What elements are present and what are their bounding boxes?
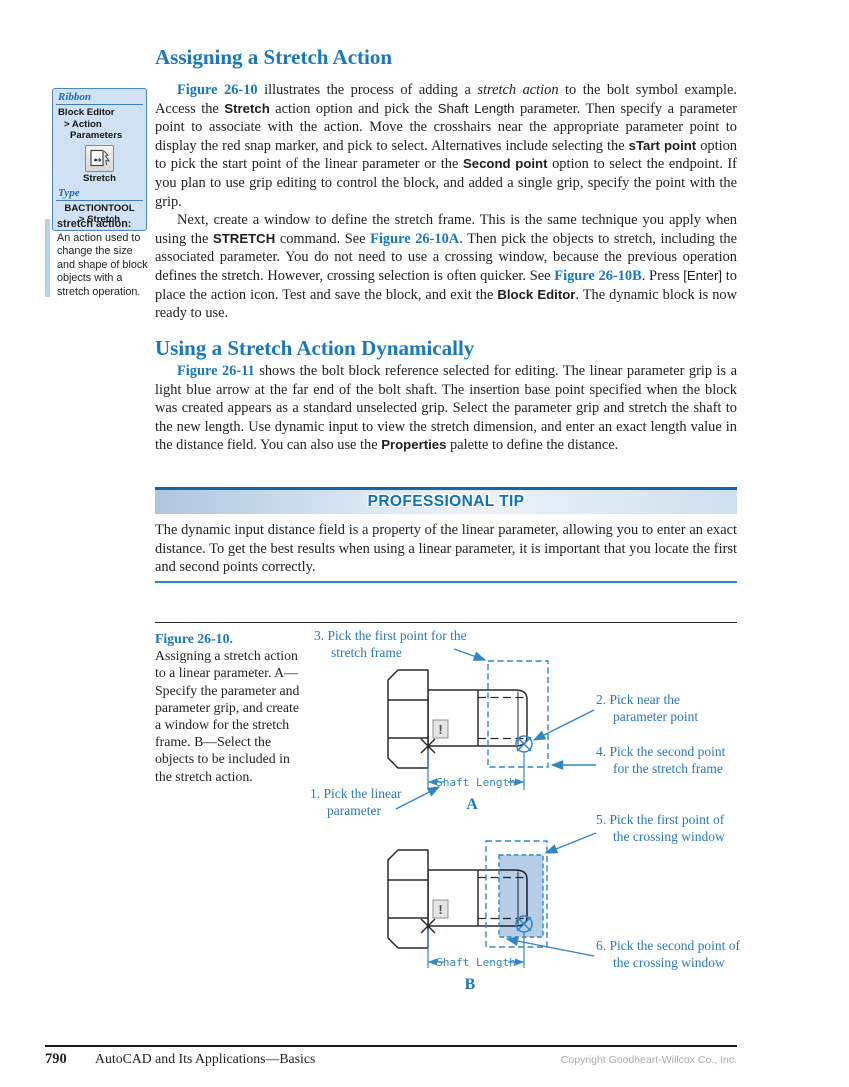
arrow-2: [532, 709, 595, 741]
arrow-3: [453, 648, 487, 661]
text-segment: to the bolt symbol example. Access the: [155, 82, 737, 117]
text-segment: STRETCH: [212, 230, 276, 246]
text-segment: Next, create a window to define the stre…: [155, 212, 737, 247]
annotation-5: 5. Pick the first point of the crossing …: [596, 812, 725, 844]
text-segment: command. See: [275, 230, 371, 247]
figure-26-10: ! Shaft Length A: [300, 628, 740, 1000]
text-segment: Stretch: [224, 100, 270, 116]
dimension-label-b: Shaft Length: [436, 956, 515, 969]
paragraph-3: Figure 26-11 shows the bolt block refere…: [155, 362, 737, 455]
view-a: Shaft Length A: [387, 648, 596, 813]
professional-tip: PROFESSIONAL TIP The dynamic input dista…: [155, 487, 737, 577]
text-segment: Second point: [462, 156, 548, 172]
paragraph-2: Next, create a window to define the stre…: [155, 211, 737, 323]
text-segment: . Then pick the objects to stretch, incl…: [155, 230, 737, 284]
annotation-6: 6. Pick the second point of the crossing…: [596, 938, 740, 970]
text-segment: illustrates the process of adding a: [257, 82, 478, 98]
body-column-1: Figure 26-10 illustrates the process of …: [155, 81, 737, 323]
figure-caption: Figure 26-10. Assigning a stretch action…: [155, 630, 305, 785]
text-segment: Properties: [381, 437, 447, 453]
text-segment: action option and pick the: [269, 100, 438, 117]
text-segment: to place the action icon. Test and save …: [155, 267, 737, 303]
arrow-1: [395, 786, 441, 810]
note-accent-bar: [45, 219, 50, 297]
text-segment: stretch action: [477, 82, 559, 98]
command-option: > Stretch: [78, 214, 121, 225]
definition-body: An action used to change the size and sh…: [57, 231, 148, 298]
stretch-action-icon-art: [89, 149, 110, 167]
body-column-2: Figure 26-11 shows the bolt block refere…: [155, 362, 737, 455]
dimension-label-a: Shaft Length: [436, 776, 515, 789]
paragraph-1: Figure 26-10 illustrates the process of …: [155, 81, 737, 211]
margin-definition: stretch action: An action used to change…: [45, 218, 153, 300]
crossing-window-border: [498, 854, 544, 938]
text-segment: sTart point: [628, 137, 697, 153]
stretch-frame-a: [487, 660, 549, 768]
definition-term: stretch action:: [57, 218, 132, 230]
annotation-1: 1. Pick the linear parameter: [310, 786, 402, 818]
ribbon-tool-label: Stretch: [82, 172, 117, 184]
definition-text: stretch action: An action used to change…: [45, 218, 153, 300]
ribbon-path-panel: > Action: [64, 118, 102, 130]
text-segment: Figure 26-10A: [370, 230, 460, 247]
text-segment: Figure 26-11: [177, 363, 255, 379]
stretch-action-icon: [85, 144, 114, 172]
type-header: Type: [58, 186, 80, 199]
text-segment: shows the bolt block reference selected …: [155, 363, 737, 454]
annotation-2: 2. Pick near the parameter point: [596, 692, 699, 724]
section-heading-assigning: Assigning a Stretch Action: [155, 45, 393, 69]
annotation-4: 4. Pick the second point for the stretch…: [596, 744, 726, 776]
text-segment: Figure 26-10B: [554, 267, 642, 284]
text-segment: [Enter]: [683, 267, 723, 283]
figure-drawing: ! Shaft Length A: [387, 648, 597, 993]
text-segment: Block Editor: [497, 286, 576, 302]
text-segment: . The dynamic block is now ready to use.: [155, 286, 738, 322]
view-b: Shaft Length B: [387, 832, 597, 993]
section-heading-dynamically: Using a Stretch Action Dynamically: [155, 336, 475, 360]
tip-header-bar: PROFESSIONAL TIP: [155, 487, 737, 514]
footer-rule: [45, 1045, 737, 1047]
figure-top-rule: [155, 622, 737, 623]
shaft-length-dimension-a: Shaft Length: [427, 750, 525, 790]
view-b-label: B: [465, 976, 476, 993]
annotation-3: 3. Pick the first point for the stretch …: [314, 628, 467, 660]
copyright-notice: Copyright Goodheart-Willcox Co., Inc.: [560, 1054, 737, 1066]
text-segment: . Press: [641, 267, 684, 284]
divider: [56, 199, 143, 201]
ribbon-path-tab: Block Editor: [58, 107, 115, 118]
ribbon-access-box: Ribbon Block Editor > Action Parameters …: [52, 88, 147, 231]
text-segment: palette to define the distance.: [446, 437, 619, 454]
ribbon-box-header: Ribbon: [58, 91, 92, 103]
text-segment: Figure 26-10: [177, 82, 258, 98]
view-a-label: A: [466, 796, 478, 813]
tip-bottom-rule: [155, 581, 737, 583]
text-segment: option to select the endpoint. If you pl…: [155, 156, 737, 210]
arrow-5: [544, 832, 597, 854]
tip-title: PROFESSIONAL TIP: [367, 493, 525, 510]
text-segment: Shaft Length: [437, 100, 515, 116]
arrow-6: [505, 936, 595, 957]
shaft-length-dimension-b: Shaft Length: [427, 930, 525, 969]
page-number: 790: [45, 1051, 67, 1067]
text-segment: option to pick the start point of the li…: [155, 137, 737, 173]
divider: [56, 104, 143, 105]
crossing-window-fill: [499, 855, 543, 937]
tip-body: The dynamic input distance field is a pr…: [155, 522, 737, 576]
figure-caption-text: Assigning a stretch action to a linear p…: [155, 648, 300, 784]
figure-caption-label: Figure 26-10.: [155, 631, 233, 646]
stretch-frame-b: [485, 840, 548, 948]
ribbon-path-panel2: Parameters: [70, 130, 123, 141]
book-title: AutoCAD and Its Applications—Basics: [95, 1051, 316, 1066]
command-name: BACTIONTOOL: [64, 202, 135, 214]
text-segment: parameter. Then specify a parameter poin…: [155, 100, 737, 154]
